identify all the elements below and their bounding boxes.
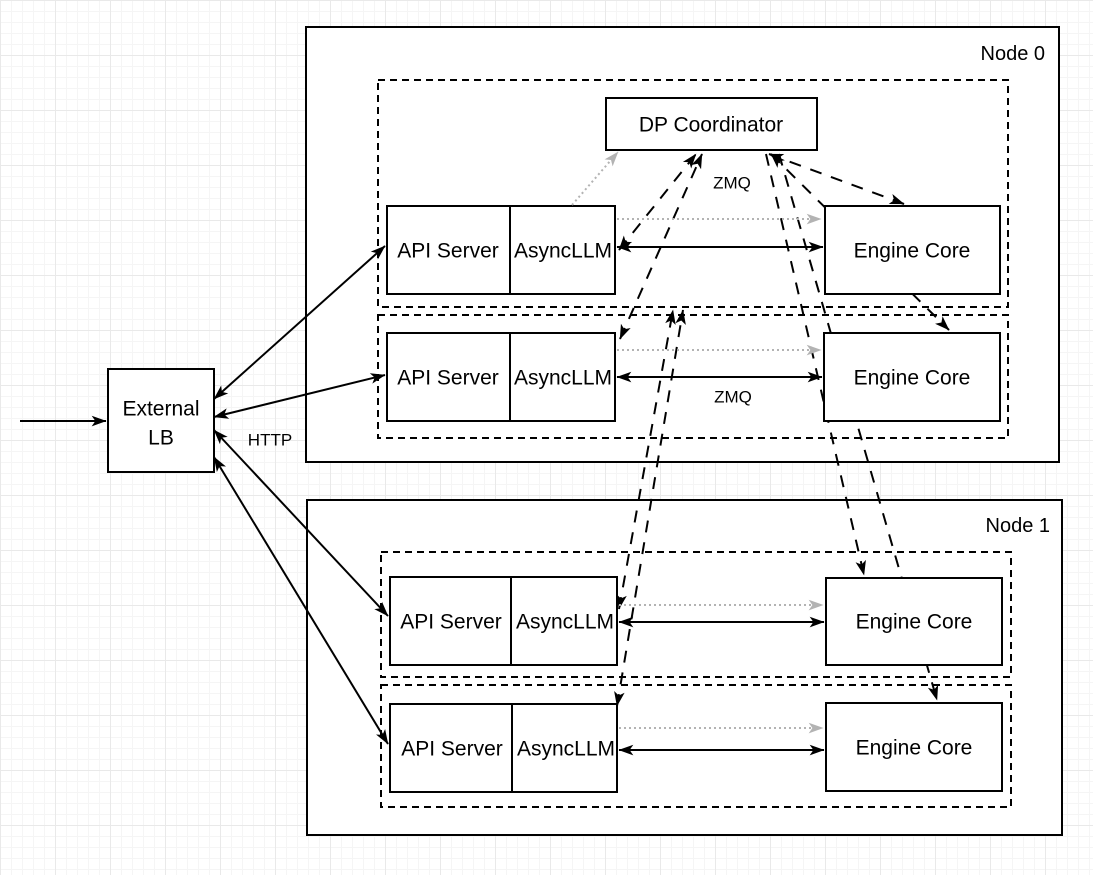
arrow-coordinator-engine3-dashed [765, 153, 866, 576]
arrow-coordinator-engine2-dashed [770, 153, 950, 331]
asyncllm-label-1: AsyncLLM [514, 240, 612, 263]
api-asyncllm-box-2 [386, 332, 616, 422]
external-lb-label-line2: LB [148, 427, 174, 450]
arrow-asyncllm1-coordinator-dotted [571, 151, 619, 206]
zmq-coordinator-edge-label: ZMQ [713, 174, 751, 193]
asyncllm-label-3: AsyncLLM [516, 611, 614, 634]
dp-coordinator-box [605, 97, 818, 151]
external-lb-label-line1: External [122, 398, 199, 421]
node0-replica1-container [377, 79, 1009, 308]
arrow-lb-api4-http [213, 456, 389, 745]
node1-replica1-container [380, 551, 1012, 678]
external-lb-box [107, 368, 215, 473]
arrow-lb-api2-http [213, 373, 386, 419]
api-asyncllm-box-1 [386, 205, 616, 295]
asyncllm-label-2: AsyncLLM [514, 367, 612, 390]
node1-replica2-container [380, 684, 1012, 808]
engine-core-label-1: Engine Core [854, 240, 971, 263]
node1-label: Node 1 [986, 515, 1051, 537]
api-asyncllm-box-3 [389, 576, 618, 666]
api-server-label-1: API Server [397, 240, 499, 263]
dp-coordinator-label: DP Coordinator [639, 114, 783, 137]
engine-core-label-3: Engine Core [856, 611, 973, 634]
asyncllm-label-4: AsyncLLM [517, 738, 615, 761]
zmq-row2-edge-label: ZMQ [714, 388, 752, 407]
node0-label: Node 0 [981, 43, 1046, 65]
api-server-label-2: API Server [397, 367, 499, 390]
api-asyncllm-box-4 [389, 703, 618, 793]
engine-core-box-2 [823, 332, 1001, 422]
api-server-label-4: API Server [401, 738, 503, 761]
http-edge-label: HTTP [248, 431, 292, 450]
arrow-asyncllm2-coordinator-dashed [619, 153, 703, 340]
engine-core-label-2: Engine Core [854, 367, 971, 390]
engine-core-box-3 [825, 577, 1003, 666]
engine-core-label-4: Engine Core [856, 737, 973, 760]
engine-core-box-4 [825, 702, 1003, 792]
api-server-label-3: API Server [400, 611, 502, 634]
engine-core-box-1 [824, 205, 1001, 295]
